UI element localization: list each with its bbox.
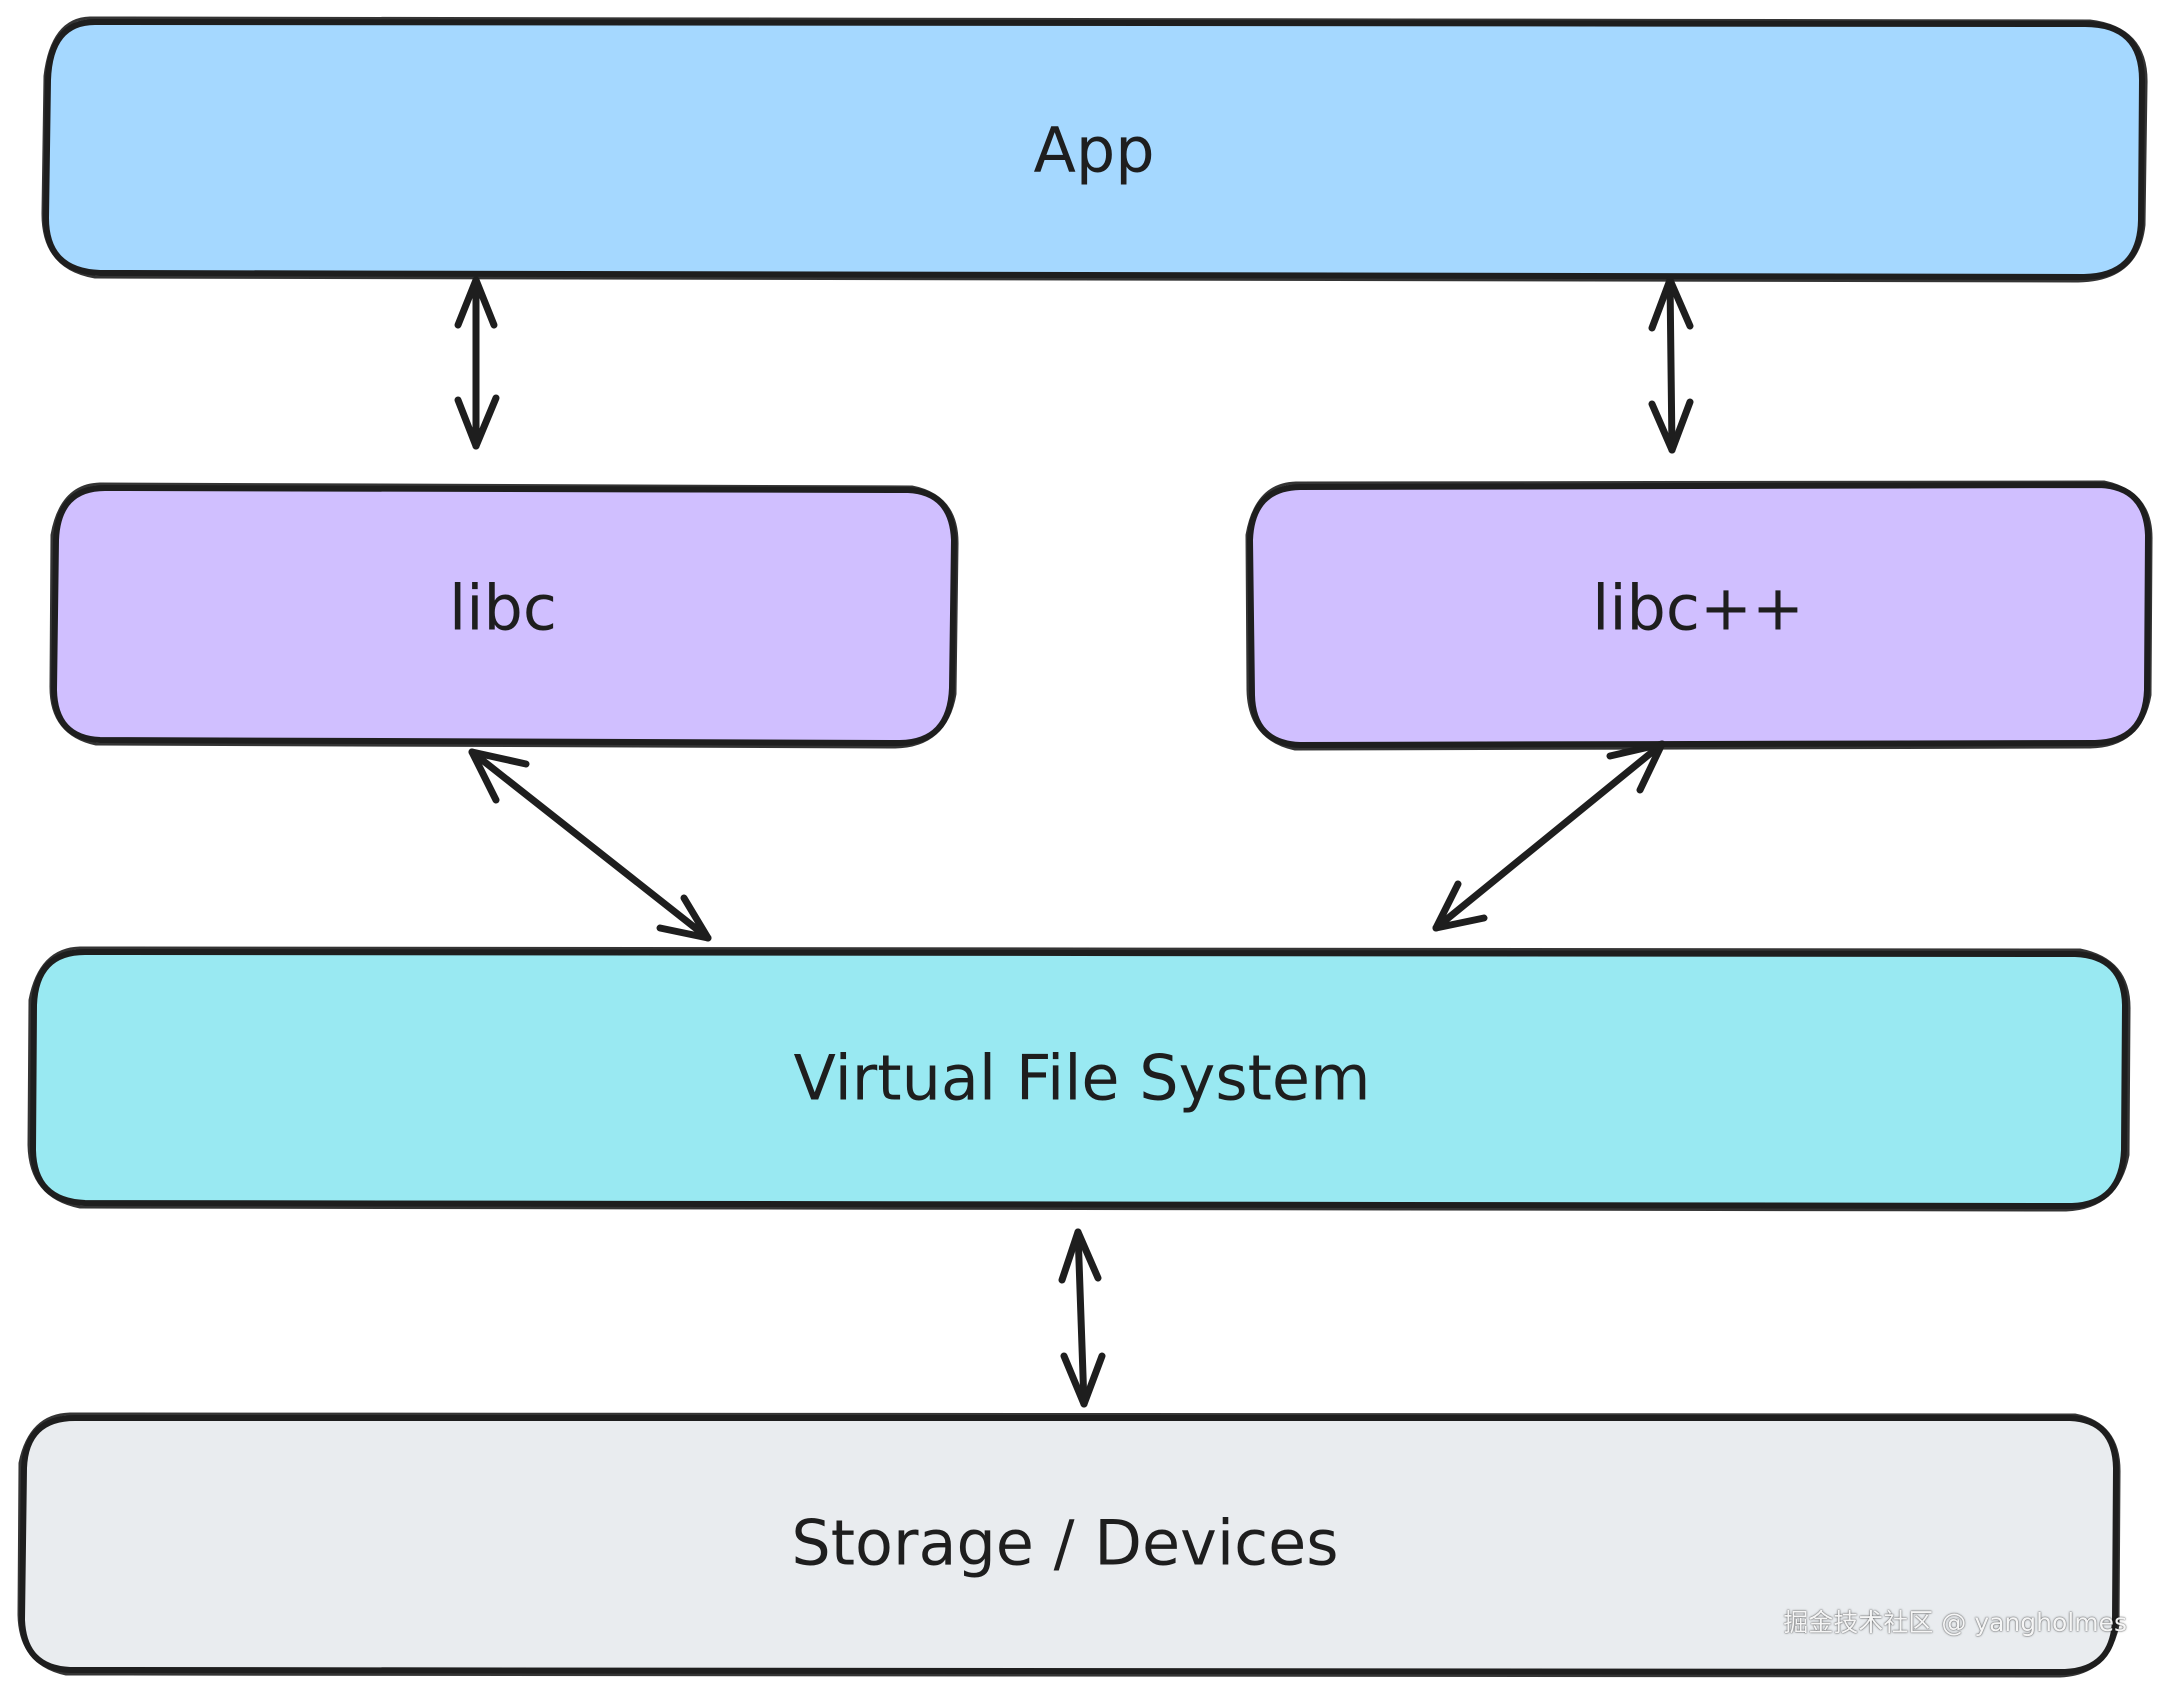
arrow-libc-vfs-head-top <box>468 748 530 804</box>
libc-label: libc <box>449 572 557 645</box>
arrow-libcpp-vfs-shaft <box>1432 740 1666 932</box>
arrow-app-libc-head-top <box>454 276 498 329</box>
arrow-vfs-storage-head-top <box>1058 1228 1102 1284</box>
libcpp-box-outline <box>1247 482 2151 748</box>
arrow-libcpp-vfs-head-top <box>1606 740 1666 794</box>
arrow-app-libcpp-shaft <box>1666 276 1676 454</box>
arrow-app-libcpp-head-top <box>1648 276 1694 332</box>
libcpp-label: libc++ <box>1592 572 1804 645</box>
arrow-app-libc-head-bottom <box>454 394 500 450</box>
app-box-fill <box>46 22 2142 277</box>
libcpp-box-fill <box>1250 485 2148 745</box>
arrow-vfs-storage-shaft <box>1074 1228 1088 1408</box>
vfs-box-outline <box>30 949 2128 1209</box>
app-box-sketch <box>41 16 2148 283</box>
arrow-app-libcpp <box>1648 276 1694 454</box>
arrow-libcpp-vfs-head-bottom <box>1432 880 1488 932</box>
arrow-vfs-storage-head-bottom <box>1060 1352 1106 1408</box>
arrow-libc-vfs-head-bottom <box>656 894 712 942</box>
app-box-outline <box>43 19 2145 280</box>
libc-box-sketch <box>49 482 959 749</box>
vfs-box-fill <box>33 952 2125 1206</box>
storage-label: Storage / Devices <box>791 1507 1338 1580</box>
watermark: 掘金技术社区 @ yangholmes <box>1783 1608 2127 1637</box>
arrow-app-libc <box>454 276 500 450</box>
storage-box: Storage / Devices <box>17 1412 2121 1678</box>
storage-box-outline <box>19 1415 2119 1675</box>
vfs-box-sketch <box>27 946 2131 1212</box>
app-label: App <box>1033 114 1154 187</box>
arrow-app-libcpp-head-bottom <box>1648 398 1694 454</box>
app-box: App <box>41 16 2148 283</box>
libc-box-fill <box>54 488 954 743</box>
libc-box: libc <box>49 482 959 749</box>
vfs-box: Virtual File System <box>27 946 2131 1212</box>
storage-box-sketch <box>17 1412 2121 1678</box>
arrow-vfs-storage <box>1058 1228 1106 1408</box>
arrow-libc-vfs-shaft <box>468 748 712 942</box>
libcpp-box: libc++ <box>1245 480 2153 751</box>
arrow-libc-vfs <box>468 748 712 942</box>
libcpp-box-sketch <box>1245 480 2153 751</box>
vfs-label: Virtual File System <box>794 1042 1371 1115</box>
libc-box-outline <box>51 485 957 746</box>
arrow-libcpp-vfs <box>1432 740 1666 932</box>
storage-box-fill <box>22 1418 2116 1672</box>
